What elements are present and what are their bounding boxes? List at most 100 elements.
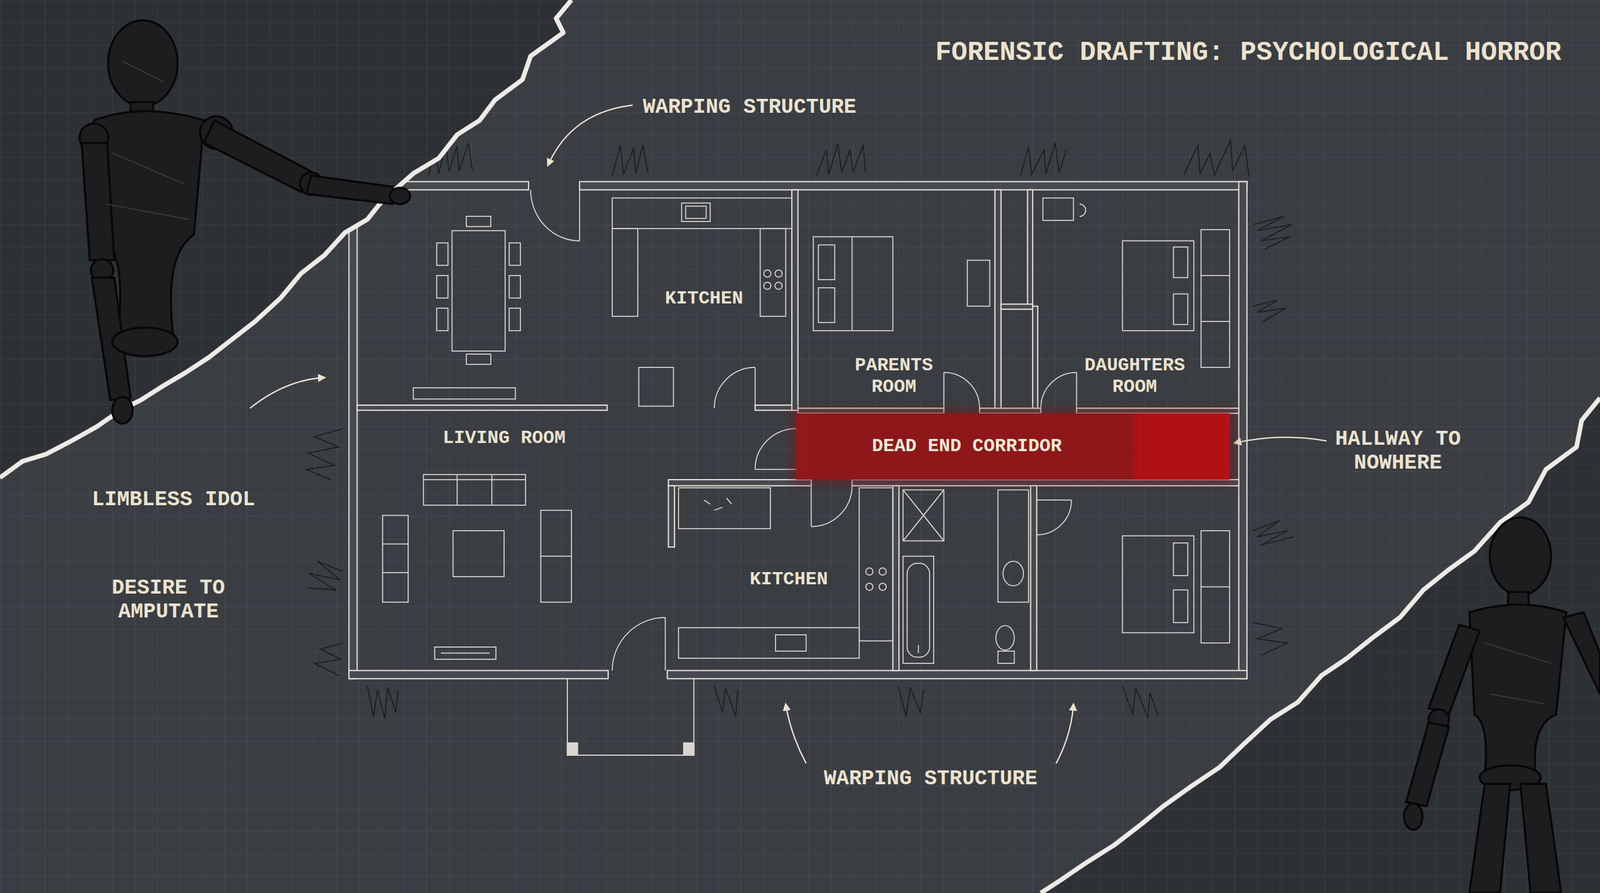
furniture: [879, 568, 887, 575]
wall: [852, 479, 1239, 487]
furniture: [466, 354, 491, 365]
furniture: [967, 260, 991, 307]
furniture: [1002, 561, 1024, 586]
mannequin-figure: [106, 61, 189, 220]
furniture: [995, 625, 1015, 650]
furniture: [509, 275, 521, 299]
furniture: [612, 198, 792, 230]
furniture: [1079, 204, 1087, 217]
furniture: [1173, 543, 1188, 576]
furniture: [1122, 536, 1195, 634]
mannequin-figure: [79, 20, 411, 424]
furniture: [509, 243, 521, 266]
furniture: [423, 474, 526, 506]
porch: [567, 678, 695, 756]
wall: [1030, 486, 1038, 671]
room-label: KITCHEN: [744, 568, 832, 592]
sketch-hatching: [306, 139, 1295, 719]
mannequin-figure: [1469, 604, 1567, 776]
furniture: [818, 287, 835, 323]
sketch-hatching: [816, 144, 866, 176]
mannequin-figure: [1406, 722, 1450, 807]
furniture: [1201, 586, 1230, 588]
room-label: KITCHEN: [660, 287, 748, 312]
mannequin-figure: [1404, 517, 1600, 893]
furniture: [1201, 275, 1230, 322]
porch: [567, 743, 578, 756]
furniture: [423, 474, 526, 506]
furniture: [540, 555, 572, 557]
furniture: [763, 269, 771, 277]
annotation-label: WARPING STRUCTURE: [823, 766, 1038, 791]
leader-arrow: [250, 377, 325, 409]
torn-paper-flap: [0, 0, 572, 478]
mannequin-figure: [1428, 624, 1480, 714]
sketch-hatching: [897, 686, 924, 717]
furniture: [436, 243, 448, 266]
room-label: LIVING ROOM: [437, 426, 570, 451]
furniture: [436, 308, 448, 331]
wall: [755, 405, 796, 411]
wall: [1076, 408, 1239, 414]
furniture: [879, 583, 887, 591]
furniture: [997, 651, 1014, 664]
leader-arrow: [785, 704, 806, 764]
furniture: [997, 490, 1029, 603]
door-swing: [714, 367, 756, 409]
furniture: [452, 230, 506, 352]
room-area: KITCHEN: [660, 287, 748, 312]
wall: [348, 670, 609, 679]
mannequin-figure: [1563, 612, 1600, 694]
furniture: [678, 487, 771, 529]
sketch-hatching: [1252, 622, 1288, 656]
furniture: [681, 202, 710, 222]
porch: [683, 743, 695, 756]
mannequin-figure: [306, 175, 394, 205]
mannequin-figure: [1404, 803, 1423, 831]
furniture: [775, 281, 782, 289]
sketch-hatching: [1252, 300, 1286, 323]
furniture: [382, 198, 1230, 664]
furniture: [760, 228, 787, 317]
leader-arrow: [1234, 437, 1327, 444]
mannequin-figure: [81, 143, 114, 261]
furniture: [1201, 229, 1230, 368]
furniture: [382, 544, 409, 573]
room-area: LIVING ROOM: [437, 426, 570, 451]
furniture: [1173, 247, 1188, 278]
wall: [667, 670, 1248, 679]
annotation-label: LIMBLESS IDOL: [91, 487, 256, 512]
mannequin-figure: [112, 397, 133, 424]
furniture: [466, 216, 491, 227]
furniture: [775, 634, 807, 652]
furniture: [818, 244, 835, 280]
room-label: DAUGHTERS ROOM: [1079, 354, 1190, 400]
sketch-hatching: [367, 686, 399, 719]
annotation-label: DESIRE TO AMPUTATE: [98, 576, 239, 625]
wall: [979, 408, 1041, 414]
door-swing: [943, 372, 980, 409]
wall: [348, 181, 1247, 679]
mannequin-figure: [204, 120, 312, 192]
leader-arrow: [1056, 704, 1074, 764]
sketch-hatching: [306, 428, 344, 480]
furniture: [704, 498, 732, 511]
mannequin-figure: [112, 327, 178, 356]
wall: [579, 181, 1248, 190]
wall: [1032, 306, 1038, 409]
wall: [994, 190, 1002, 409]
door-swing: [755, 428, 796, 470]
mannequin-figure: [1484, 643, 1552, 705]
torn-paper-flap: [0, 0, 572, 478]
leader-arrow: [547, 105, 633, 166]
furniture: [1173, 294, 1188, 325]
door-swing: [1040, 372, 1077, 409]
sketch-hatching: [306, 561, 343, 590]
sketch-hatching: [1183, 139, 1249, 177]
furniture: [859, 487, 894, 641]
furniture: [865, 583, 873, 591]
room-area: KITCHEN: [744, 568, 832, 592]
furniture: [436, 275, 448, 299]
wall: [791, 190, 799, 411]
